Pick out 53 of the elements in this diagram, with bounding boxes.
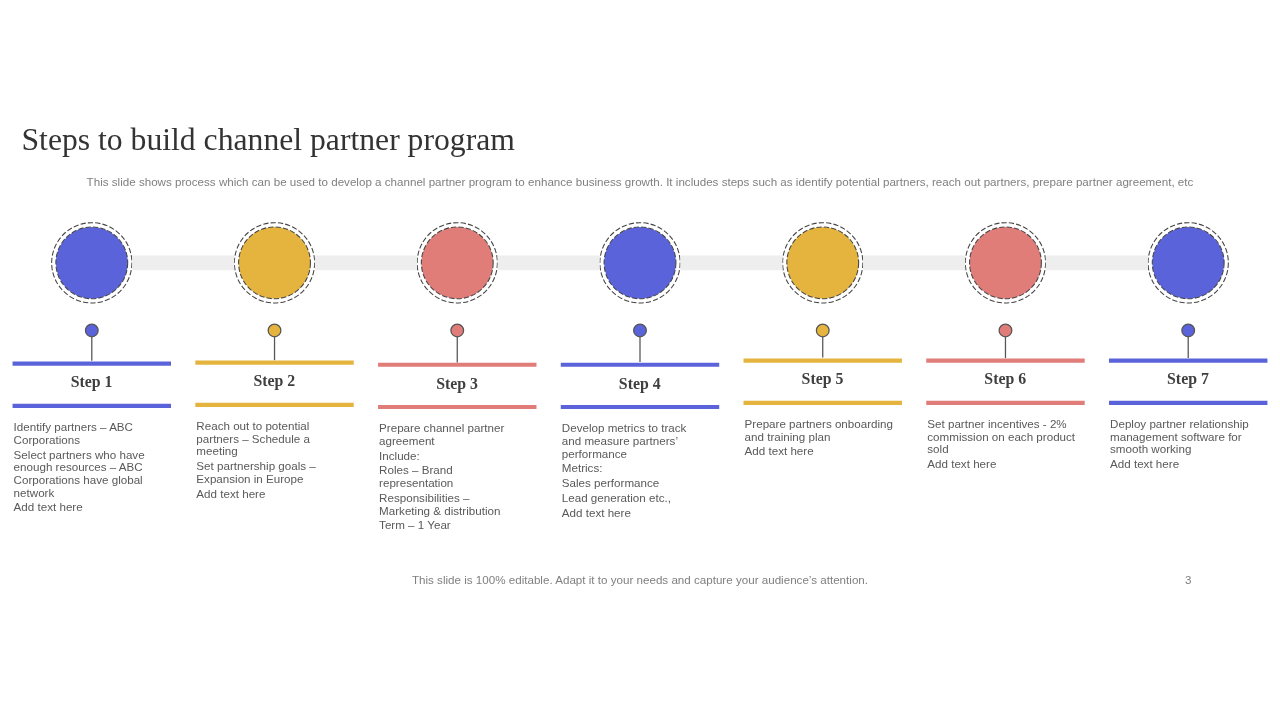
node-circle [964, 222, 1047, 304]
node-label: Lead generation etc., [561, 490, 671, 504]
node-label: Responsibilities – Marketing & distribution [379, 490, 501, 517]
node-circle [267, 323, 282, 338]
connector [822, 336, 824, 359]
node-circle [782, 222, 864, 304]
node-circle [599, 222, 681, 304]
node-label: Add text here [196, 486, 266, 500]
connector [132, 255, 235, 271]
connector [91, 336, 93, 362]
node-circle [1181, 323, 1196, 338]
node-circle [51, 222, 133, 304]
node-label: Develop metrics to track and measure partners’ performance [561, 421, 687, 460]
node-label: Metrics: [561, 461, 603, 475]
connector [863, 255, 966, 271]
node-label: Add text here [1110, 457, 1180, 471]
node-label: Term – 1 Year [379, 518, 451, 532]
connector [314, 255, 417, 271]
node-label: Include: [379, 448, 420, 462]
node-circle [1147, 222, 1229, 304]
diagram-title: Steps to build channel partner program [21, 121, 515, 157]
connector [680, 255, 783, 271]
node-label: Select partners who have enough resources – ABC Corporations have global network [13, 447, 145, 499]
node-circle [84, 323, 99, 338]
node-label: Sales performance [561, 476, 660, 490]
label: 3 [1184, 572, 1192, 586]
node-label: Add text here [13, 500, 83, 514]
node-circle [450, 323, 465, 338]
node-label: Roles – Brand representation [379, 463, 454, 490]
node-label: Set partnership goals – Expansion in Europe [196, 459, 316, 485]
node-label: Prepare partners onboarding and training plan [744, 416, 894, 443]
node-label: Prepare channel partner agreement [379, 421, 505, 447]
connector [1045, 255, 1148, 271]
node-circle [233, 222, 316, 304]
node-circle [633, 323, 647, 338]
node-label: Reach out to potential partners – Schedule a meeting [196, 419, 310, 458]
connector [1004, 336, 1007, 359]
node-circle [416, 222, 498, 304]
connector [1187, 336, 1189, 359]
node-label: Identify partners – ABC Corporations [13, 420, 134, 446]
connector [456, 336, 458, 364]
node-circle [998, 323, 1013, 338]
node-label: Add text here [561, 505, 631, 519]
label: This slide shows process which can be used to develop a channel partner program to enhance business growth. It includes steps such as identify potential partners, reach out partners, prepare partner agreement, etc [86, 174, 1194, 188]
label: This slide is 100% editable. Adapt it to your needs and capture your audience’s attention. [411, 572, 869, 586]
node-label: Set partner incentives - 2% commission on each product sold [927, 416, 1076, 456]
connector [273, 336, 276, 361]
node-label: Deploy partner relationship management software for smooth working [1110, 416, 1249, 456]
connector [639, 336, 641, 363]
node-label: Add text here [927, 457, 997, 471]
node-label: Add text here [744, 444, 814, 458]
connector [497, 255, 600, 271]
node-circle [815, 323, 830, 338]
